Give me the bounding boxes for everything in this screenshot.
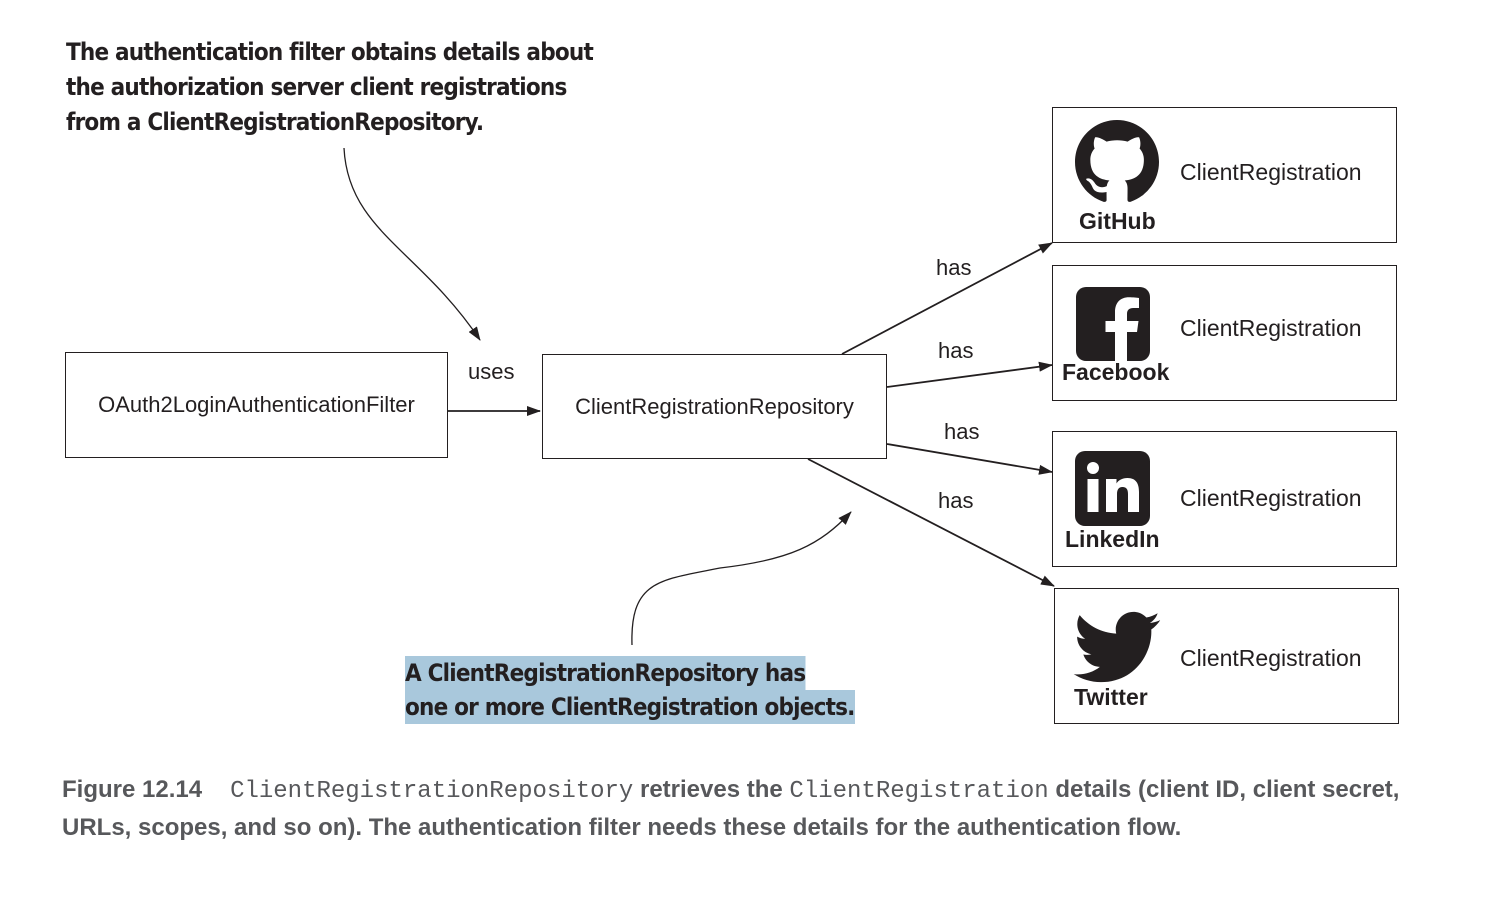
registration-label: ClientRegistration — [1180, 315, 1362, 341]
callout-top-line: from a ClientRegistrationRepository. — [66, 108, 484, 136]
filter-node-label: OAuth2LoginAuthenticationFilter — [98, 392, 415, 417]
brand-name-linkedin: LinkedIn — [1065, 526, 1160, 552]
has-label-linkedin: has — [944, 419, 980, 444]
callout-top: The authentication filter obtains detail… — [66, 35, 696, 140]
registration-label: ClientRegistration — [1180, 159, 1362, 185]
caption-text: retrieves the — [633, 776, 790, 803]
registration-label: ClientRegistration — [1180, 645, 1362, 671]
has-arrow-github — [841, 242, 1053, 355]
registration-linkedin: LinkedIn ClientRegistration — [1052, 431, 1397, 567]
has-label-facebook: has — [938, 338, 974, 363]
callout-bottom: A ClientRegistrationRepository has one o… — [405, 656, 963, 724]
brand-name-twitter: Twitter — [1074, 684, 1148, 710]
figure-number: Figure 12.14 — [62, 776, 203, 803]
callout-top-line: the authorization server client registra… — [66, 73, 567, 101]
repository-node-label: ClientRegistrationRepository — [575, 393, 854, 419]
facebook-icon — [1076, 287, 1150, 361]
linkedin-icon — [1075, 451, 1150, 526]
has-label-twitter: has — [938, 488, 974, 513]
callout-bottom-line: A ClientRegistrationRepository has — [405, 656, 806, 690]
has-arrow-facebook — [886, 361, 1053, 388]
registration-github: GitHub ClientRegistration — [1052, 107, 1397, 243]
brand-name-facebook: Facebook — [1062, 359, 1170, 385]
registration-label: ClientRegistration — [1180, 485, 1362, 511]
registration-facebook: Facebook ClientRegistration — [1052, 265, 1397, 401]
caption-text: details (client ID, client secret, URLs,… — [62, 776, 1400, 841]
has-arrow-twitter — [807, 458, 1055, 587]
callout-top-pointer — [343, 147, 481, 341]
caption-code-repository: ClientRegistrationRepository — [230, 778, 634, 805]
callout-top-line: The authentication filter obtains detail… — [66, 38, 594, 66]
repository-node: ClientRegistrationRepository — [542, 354, 887, 459]
uses-label: uses — [468, 359, 515, 384]
filter-node: OAuth2LoginAuthenticationFilter — [65, 352, 448, 458]
has-label-github: has — [936, 255, 972, 280]
has-arrow-linkedin — [886, 443, 1053, 475]
callout-bottom-pointer — [631, 511, 852, 646]
figure-caption: Figure 12.14 ClientRegistrationRepository… — [62, 772, 1442, 846]
twitter-icon — [1073, 611, 1161, 683]
github-icon — [1075, 120, 1159, 202]
callout-bottom-line: one or more ClientRegistration objects. — [405, 690, 855, 724]
registration-twitter: Twitter ClientRegistration — [1054, 588, 1399, 724]
brand-name-github: GitHub — [1079, 208, 1156, 234]
caption-code-registration: ClientRegistration — [789, 778, 1049, 805]
